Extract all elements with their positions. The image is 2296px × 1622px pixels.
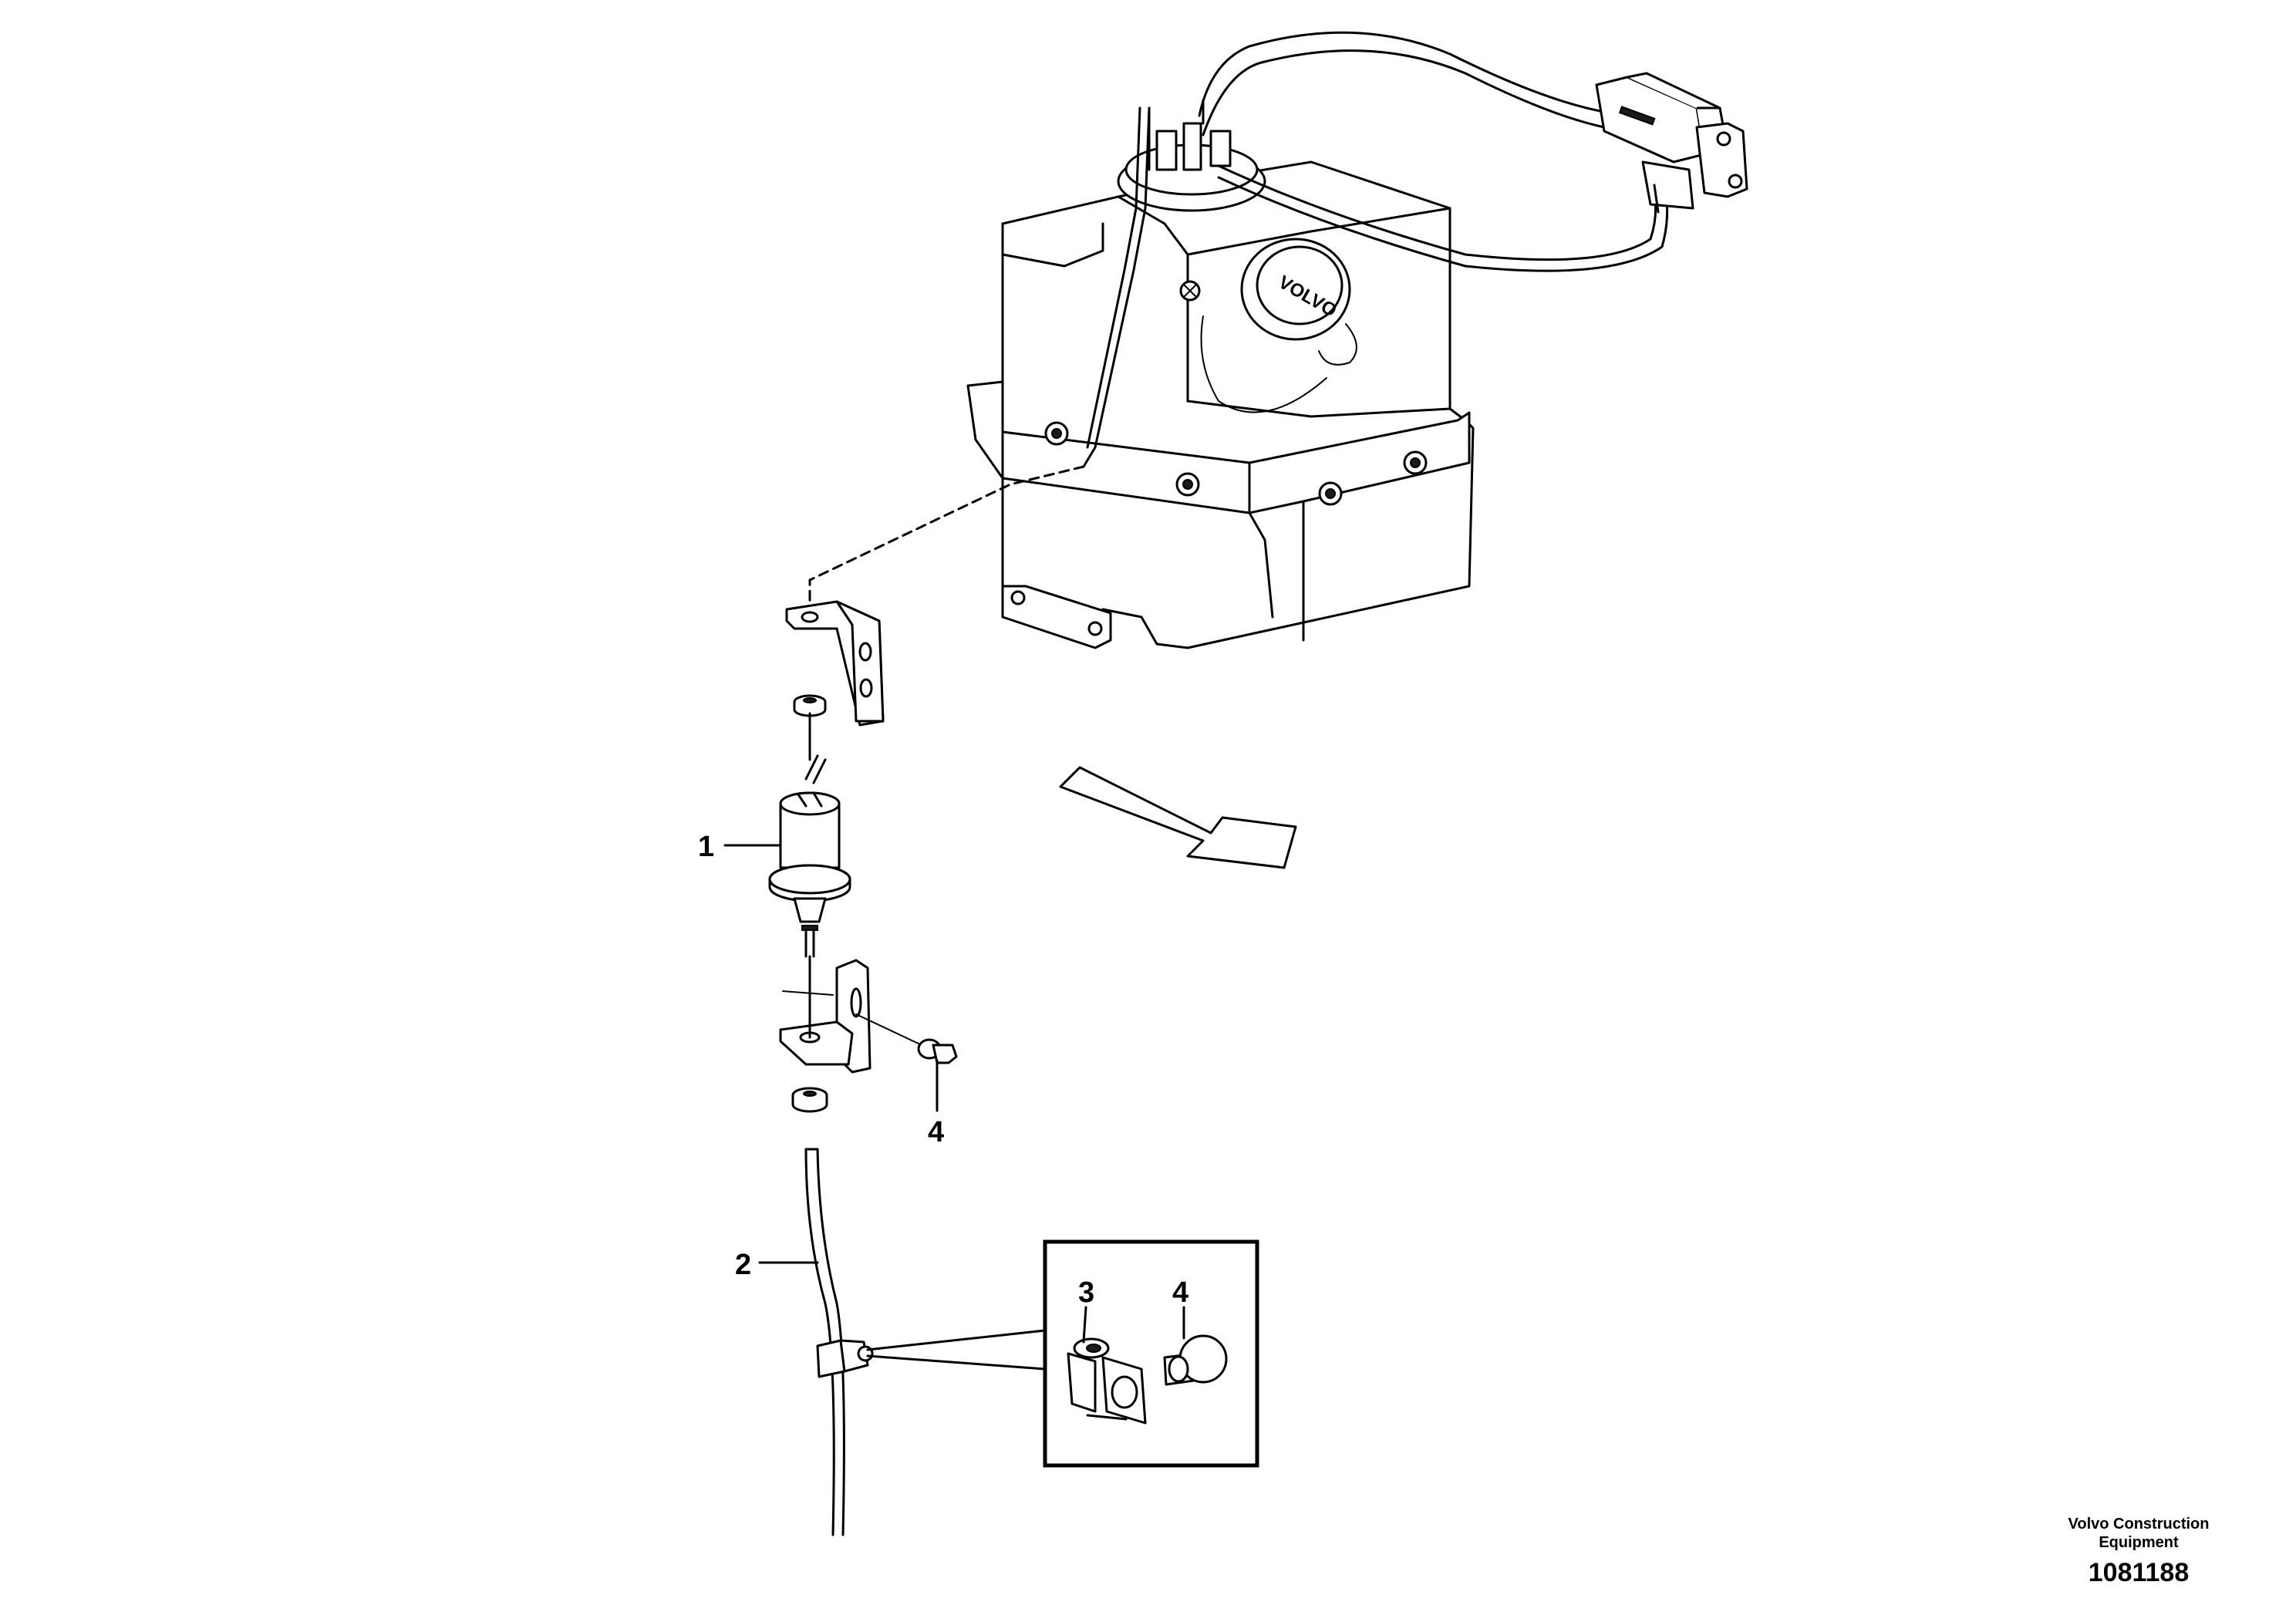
publisher-line2: Equipment — [2099, 1534, 2179, 1551]
wiring-harness — [1198, 31, 1669, 272]
callout-4-main: 4 — [928, 1116, 944, 1148]
washer-tank: VOLVO — [966, 99, 1475, 649]
fuel-filter — [768, 791, 851, 958]
callout-4-detail: 4 — [1172, 1276, 1188, 1309]
doc-number: 1081188 — [2089, 1558, 2190, 1587]
fuel-hose — [804, 1148, 845, 1536]
grommet-lower — [791, 1087, 828, 1113]
upper-bracket — [785, 600, 885, 727]
callout-1: 1 — [698, 831, 714, 863]
direction-arrow — [1059, 766, 1297, 869]
screw-main — [855, 1013, 958, 1112]
electrical-connector — [1595, 72, 1748, 214]
publisher-line1: Volvo Construction — [2068, 1516, 2210, 1533]
detail-inset — [1043, 1239, 1259, 1468]
feed-line — [808, 106, 1151, 603]
hose-clip — [816, 1339, 874, 1378]
callout-3: 3 — [1078, 1276, 1094, 1309]
grommet-upper — [793, 694, 827, 717]
callout-2: 2 — [735, 1249, 751, 1281]
lower-bracket — [779, 955, 872, 1074]
